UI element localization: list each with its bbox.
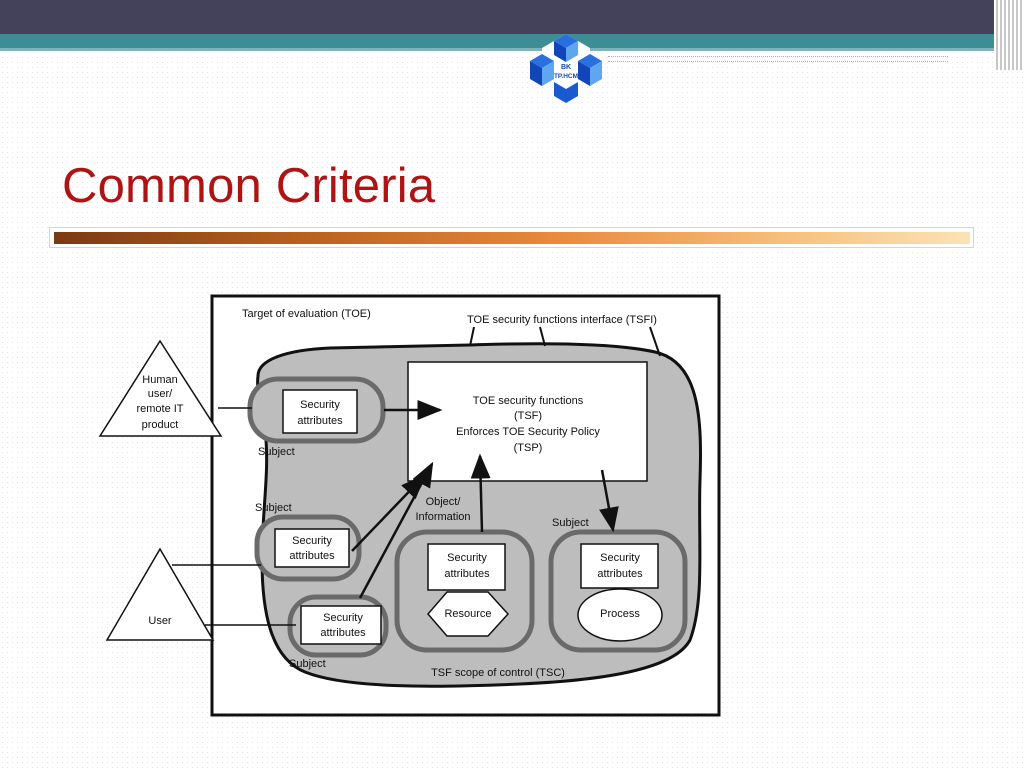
arrow	[470, 453, 491, 533]
logo-text: TP.HCM	[554, 73, 578, 80]
logo-shape	[578, 61, 590, 86]
teal-band	[0, 34, 1024, 48]
human-user-label: remote IT	[136, 403, 183, 415]
tsf-box	[407, 361, 648, 482]
top-banner	[0, 0, 1024, 34]
logo-shape	[530, 61, 542, 86]
human-user-label: user/	[148, 388, 173, 400]
resource-shape	[427, 591, 510, 637]
subject-label: Subject	[552, 517, 589, 529]
university-logo: BK TP.HCM	[530, 34, 602, 103]
security-attributes-box	[300, 605, 382, 645]
teal-band-line	[0, 48, 1024, 51]
header-dotted-line	[608, 61, 948, 62]
security-attributes-label: attributes	[289, 550, 335, 562]
tsfi-pointer	[649, 326, 661, 357]
user-label: User	[148, 615, 172, 627]
tsfi-label: TOE security functions interface (TSFI)	[467, 314, 657, 326]
process-shape	[577, 588, 663, 642]
logo-shape	[590, 61, 602, 86]
tsfi-pointer	[469, 326, 475, 347]
logo-shape	[554, 82, 578, 103]
human-user-triangle	[98, 339, 223, 437]
tsf-text: (TSF)	[514, 410, 542, 422]
security-attributes-label: attributes	[444, 568, 490, 580]
subject-label: Subject	[289, 658, 326, 670]
tsc-label: TSF scope of control (TSC)	[431, 667, 565, 679]
arrow	[599, 469, 619, 533]
logo-shape	[566, 41, 578, 62]
security-attributes-label: attributes	[320, 627, 366, 639]
security-attributes-label: Security	[323, 612, 363, 624]
security-attributes-box	[282, 389, 358, 434]
security-attributes-label: Security	[447, 552, 487, 564]
slide-title: Common Criteria	[62, 159, 436, 213]
security-attributes-box	[580, 543, 659, 589]
human-user-label: product	[142, 419, 179, 431]
security-attributes-label: attributes	[297, 415, 343, 427]
security-attributes-label: Security	[292, 535, 332, 547]
tsf-text: Enforces TOE Security Policy	[456, 426, 600, 438]
title-rule-bar	[54, 232, 970, 244]
security-attributes-label: attributes	[597, 568, 643, 580]
logo-shape	[542, 61, 554, 86]
process-label: Process	[600, 608, 640, 620]
arrow	[351, 474, 426, 552]
logo-shape	[554, 41, 566, 62]
security-attributes-label: Security	[600, 552, 640, 564]
tsf-text: TOE security functions	[473, 395, 584, 407]
security-attributes-label: Security	[300, 399, 340, 411]
arrow	[358, 461, 434, 599]
object-information-label: Information	[415, 511, 470, 523]
tsfi-pointer	[539, 326, 546, 347]
logo-text: BK	[561, 64, 571, 71]
corner-stripes	[994, 0, 1024, 70]
human-user-label: Human	[142, 374, 177, 386]
security-attributes-box	[427, 543, 506, 591]
tsf-text: (TSP)	[514, 442, 543, 454]
subject-label: Subject	[255, 502, 292, 514]
object-information-label: Object/	[426, 496, 462, 508]
toe-label: Target of evaluation (TOE)	[242, 308, 371, 320]
security-attributes-box	[274, 528, 350, 568]
subject-label: Subject	[258, 446, 295, 458]
header-dotted-line	[608, 56, 948, 57]
resource-label: Resource	[444, 608, 491, 620]
user-triangle	[105, 547, 215, 641]
